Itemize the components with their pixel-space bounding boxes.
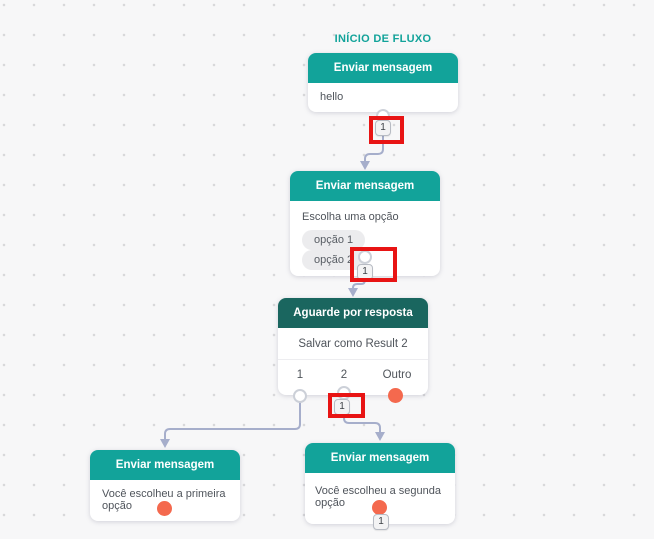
quick-reply-option-2[interactable]: opção 2 bbox=[302, 250, 366, 270]
output-port-options[interactable] bbox=[358, 250, 372, 264]
output-badge-hello[interactable]: 1 bbox=[375, 120, 391, 136]
node-send-hello-header[interactable]: Enviar mensagem bbox=[308, 53, 458, 83]
endpoint-first-option[interactable] bbox=[157, 501, 172, 516]
node-send-second-option[interactable]: Enviar mensagem Você escolheu a segunda … bbox=[305, 443, 455, 524]
node-wait-response[interactable]: Aguarde por resposta Salvar como Result … bbox=[278, 298, 428, 395]
highlight-rect-3 bbox=[328, 393, 365, 418]
output-port-wait-1[interactable] bbox=[293, 389, 307, 403]
arrowhead-wait1-to-first bbox=[160, 439, 170, 448]
wire-hello-to-options bbox=[364, 118, 384, 162]
node-send-options-body: Escolha uma opção opção 1opção 2 bbox=[290, 201, 440, 276]
node-wait-response-outputs: 1 2 Outro bbox=[278, 359, 428, 395]
arrowhead-options-to-wait bbox=[348, 288, 358, 297]
node-send-options-message: Escolha uma opção bbox=[302, 211, 399, 223]
wire-wait2-to-second bbox=[343, 394, 381, 433]
node-send-hello[interactable]: Enviar mensagem hello bbox=[308, 53, 458, 112]
node-wait-response-body: Salvar como Result 2 bbox=[298, 338, 408, 350]
quick-reply-option-1[interactable]: opção 1 bbox=[302, 230, 366, 250]
output-label-1: 1 bbox=[296, 369, 304, 381]
output-label-outro: Outro bbox=[382, 369, 412, 381]
arrowhead-hello-to-options bbox=[360, 161, 370, 170]
highlight-rect-2 bbox=[350, 247, 397, 282]
wire-wait1-to-first bbox=[164, 396, 301, 440]
output-endpoint-outro[interactable] bbox=[388, 388, 403, 403]
flow-start-label: INÍCIO DE FLUXO bbox=[334, 33, 432, 45]
arrowhead-wait2-to-second bbox=[375, 432, 385, 441]
node-send-second-body: Você escolheu a segunda opção bbox=[315, 485, 441, 509]
endpoint-second-option[interactable] bbox=[372, 500, 387, 515]
output-badge-second[interactable]: 1 bbox=[373, 514, 389, 530]
node-wait-response-header[interactable]: Aguarde por resposta bbox=[278, 298, 428, 328]
node-send-first-body: Você escolheu a primeira opção bbox=[102, 488, 226, 512]
highlight-rect-1 bbox=[369, 116, 404, 144]
output-label-2: 2 bbox=[340, 369, 348, 381]
node-send-first-header[interactable]: Enviar mensagem bbox=[90, 450, 240, 480]
node-send-second-header[interactable]: Enviar mensagem bbox=[305, 443, 455, 473]
node-send-hello-body: hello bbox=[320, 91, 344, 103]
node-send-options-header[interactable]: Enviar mensagem bbox=[290, 171, 440, 201]
